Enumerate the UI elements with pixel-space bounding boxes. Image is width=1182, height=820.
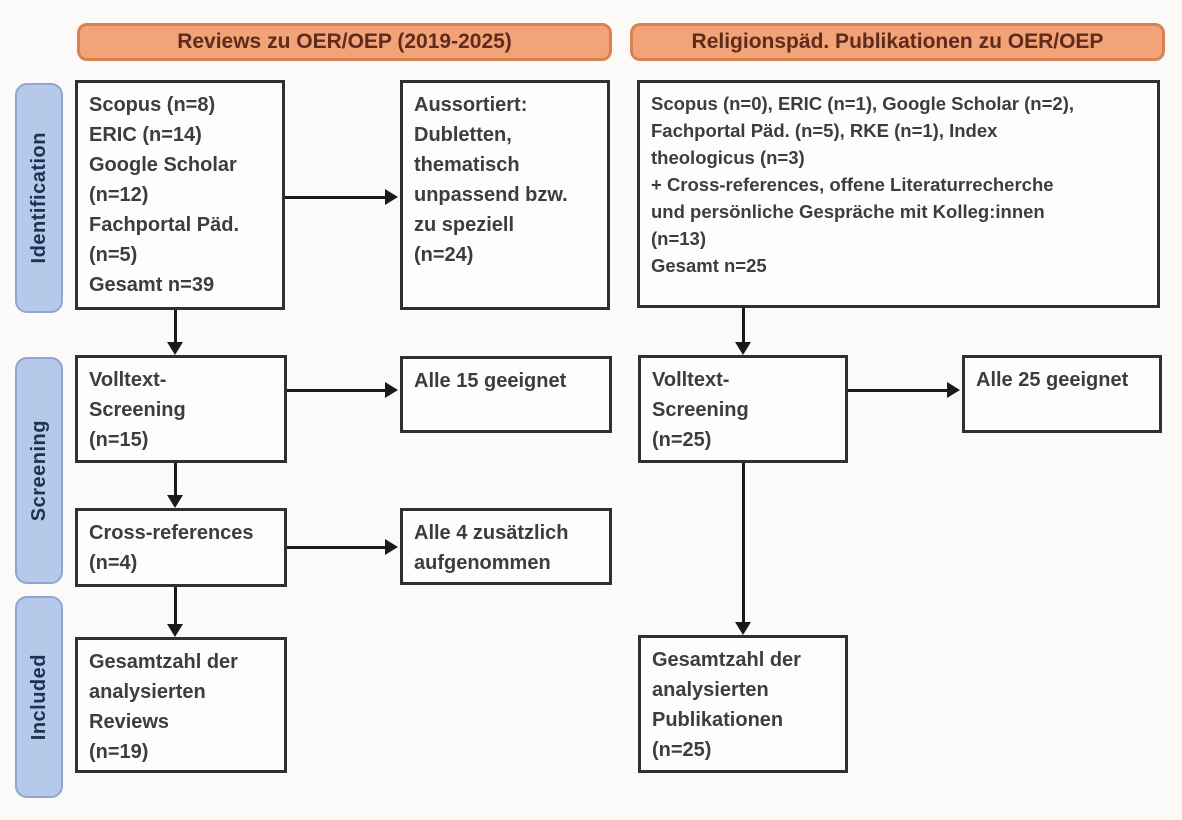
arrow-left-crossref-to-total	[167, 587, 183, 637]
stage-label-included-text: Included	[27, 653, 50, 741]
arrow-left-sources-to-excluded	[285, 189, 398, 205]
arrow-left-fulltext-to-result	[287, 382, 398, 398]
box-left-crossref-result: Alle 4 zusätzlich aufgenommen	[400, 508, 612, 585]
arrow-right-fulltext-to-result	[848, 382, 960, 398]
box-left-sources: Scopus (n=8) ERIC (n=14) Google Scholar …	[75, 80, 285, 310]
column-header-reviews: Reviews zu OER/OEP (2019-2025)	[77, 23, 612, 61]
arrow-left-sources-to-fulltext	[167, 310, 183, 355]
column-header-religionspaed: Religionspäd. Publikationen zu OER/OEP	[630, 23, 1165, 61]
stage-label-identification: Identification	[15, 83, 63, 313]
box-left-fulltext-result: Alle 15 geeignet	[400, 356, 612, 433]
stage-label-included: Included	[15, 596, 63, 798]
box-right-fulltext-screening: Volltext- Screening (n=25)	[638, 355, 848, 463]
box-left-crossref: Cross-references (n=4)	[75, 508, 287, 587]
arrow-right-sources-to-fulltext	[735, 308, 751, 355]
arrow-left-crossref-to-result	[287, 539, 398, 555]
box-left-total: Gesamtzahl der analysierten Reviews (n=1…	[75, 637, 287, 773]
arrow-right-fulltext-to-total	[735, 463, 751, 635]
box-right-sources: Scopus (n=0), ERIC (n=1), Google Scholar…	[637, 80, 1160, 308]
box-right-fulltext-result: Alle 25 geeignet	[962, 355, 1162, 433]
box-right-total: Gesamtzahl der analysierten Publikatione…	[638, 635, 848, 773]
arrow-left-fulltext-to-crossref	[167, 463, 183, 508]
stage-label-screening: Screening	[15, 357, 63, 584]
box-left-excluded: Aussortiert: Dubletten, thematisch unpas…	[400, 80, 610, 310]
stage-label-identification-text: Identification	[27, 132, 50, 264]
stage-label-screening-text: Screening	[27, 419, 50, 522]
box-left-fulltext-screening: Volltext- Screening (n=15)	[75, 355, 287, 463]
